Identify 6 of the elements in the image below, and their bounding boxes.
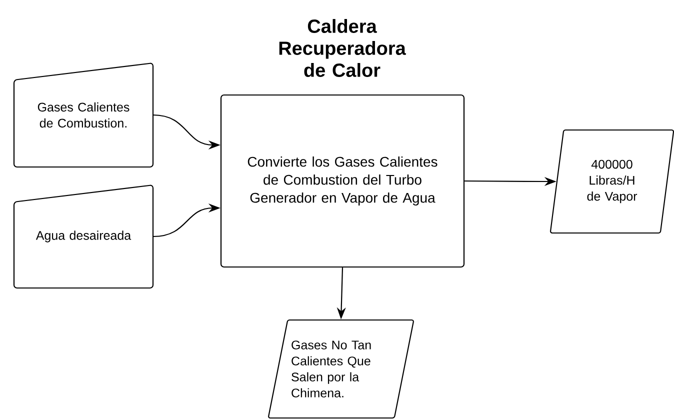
output-parallelogram: 400000 Libras/H de Vapor bbox=[550, 129, 674, 234]
input-box: Gases Calientes de Combustion. bbox=[13, 62, 154, 168]
title: Caldera Recuperadora de Calor bbox=[279, 19, 406, 77]
input-box: Agua desaireada bbox=[13, 184, 154, 289]
output-parallelogram: Gases No Tan Calientes Que Salen por la Chimena. bbox=[268, 319, 414, 419]
process-box: Convierte los Gases Calientes de Combustion del Turbo Generador en Vapor de Agua bbox=[220, 94, 465, 268]
